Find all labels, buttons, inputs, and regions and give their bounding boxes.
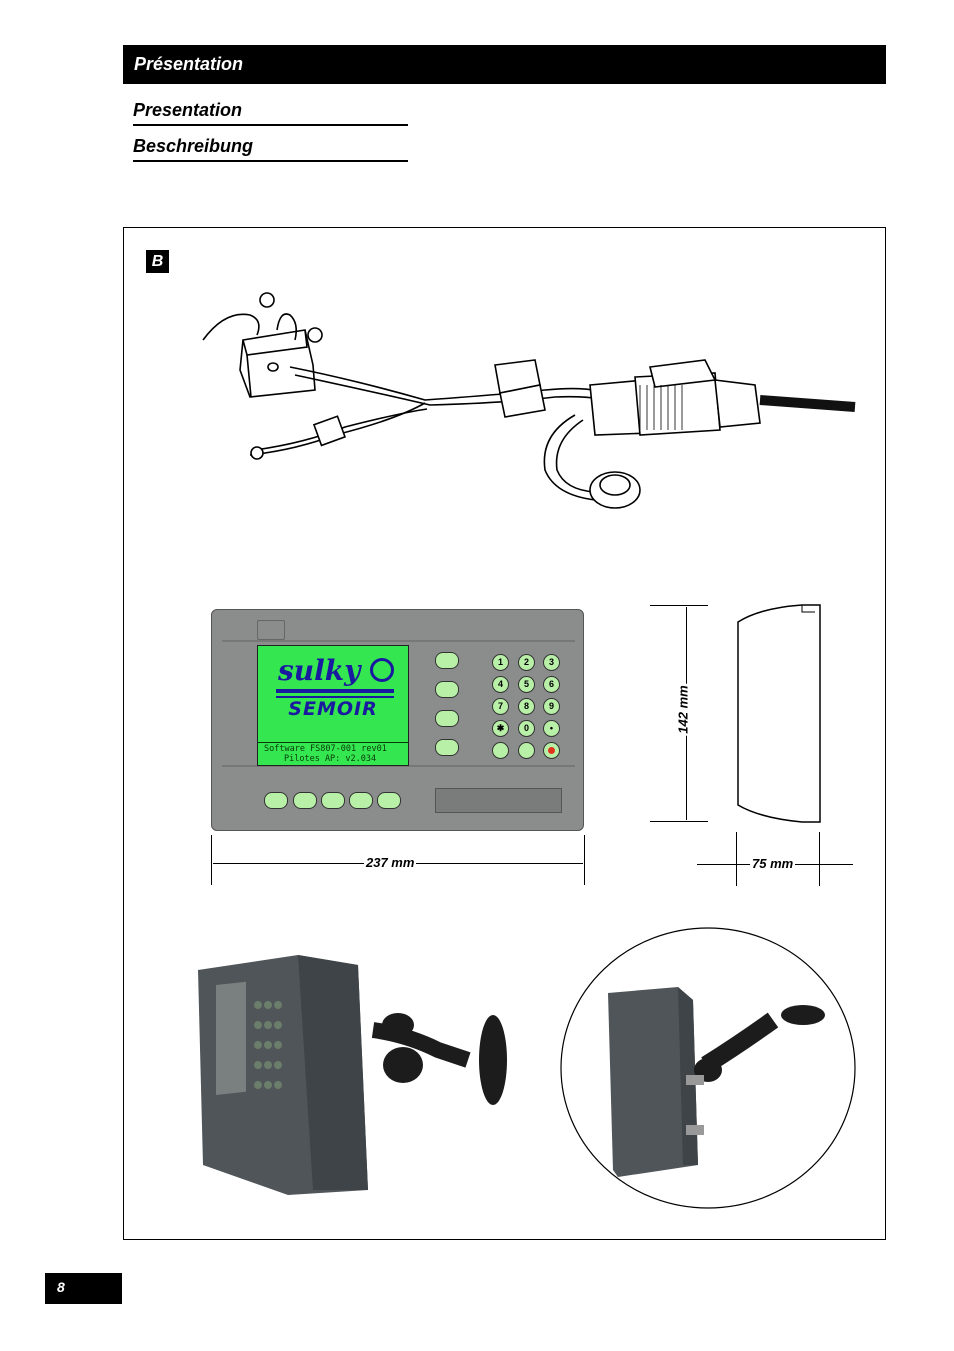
console-mounted-photo (168, 920, 523, 1210)
screen-software-line: Software FS807-001 rev01 (264, 744, 387, 754)
softkey-bottom-3[interactable] (321, 792, 345, 809)
wiring-harness-illustration (202, 292, 856, 509)
section-title: Présentation (134, 54, 244, 74)
console-front-view: sulky SEMOIR Software FS807-001 rev01 Pi… (211, 609, 584, 831)
sulky-emblem-icon (370, 658, 394, 682)
keypad-key-5[interactable]: 5 (518, 676, 535, 693)
section-header-bar: Présentation (123, 45, 886, 84)
width-dimension-label: 237 mm (364, 855, 417, 870)
semoir-brand: SEMOIR (288, 698, 378, 720)
back-arrow-key-icon[interactable] (518, 742, 535, 759)
power-key-icon[interactable] (543, 742, 560, 759)
menu-key-icon[interactable] (435, 739, 459, 756)
subheading-en: Presentation (133, 100, 408, 126)
keypad-key-2[interactable]: 2 (518, 654, 535, 671)
figure-frame (123, 227, 886, 1240)
screen-driver-line: Pilotes AP: v2.034 (284, 754, 377, 764)
page-number-box: 8 (45, 1273, 122, 1304)
page-number: 8 (57, 1279, 65, 1295)
softkey-right-2[interactable] (435, 681, 459, 698)
depth-dimension-label: 75 mm (750, 856, 796, 871)
keypad-key-3[interactable]: 3 (543, 654, 560, 671)
keypad-key-8[interactable]: 8 (518, 698, 535, 715)
console-badge-icon (257, 620, 285, 640)
height-dimension-label: 142 mm (675, 683, 691, 736)
subheading-de: Beschreibung (133, 136, 408, 162)
softkey-right-1[interactable] (435, 652, 459, 669)
keypad-key-7[interactable]: 7 (492, 698, 509, 715)
softkey-bottom-4[interactable] (349, 792, 373, 809)
keypad-key-dot[interactable]: • (543, 720, 560, 737)
sulky-logo: sulky (278, 654, 361, 687)
softkey-bottom-2[interactable] (293, 792, 317, 809)
console-screen: sulky SEMOIR Software FS807-001 rev01 Pi… (257, 645, 409, 766)
keypad-key-4[interactable]: 4 (492, 676, 509, 693)
enter-key-icon[interactable] (492, 742, 509, 759)
keypad-key-9[interactable]: 9 (543, 698, 560, 715)
console-side-view (737, 604, 821, 823)
label-plate (435, 788, 562, 813)
keypad-key-star[interactable]: ✱ (492, 720, 509, 737)
softkey-right-3[interactable] (435, 710, 459, 727)
softkey-bottom-5[interactable] (377, 792, 401, 809)
figure-label: B (146, 250, 169, 273)
console-side-closeup-photo (560, 927, 856, 1209)
keypad-key-6[interactable]: 6 (543, 676, 560, 693)
keypad-key-1[interactable]: 1 (492, 654, 509, 671)
softkey-bottom-1[interactable] (264, 792, 288, 809)
keypad-key-0[interactable]: 0 (518, 720, 535, 737)
